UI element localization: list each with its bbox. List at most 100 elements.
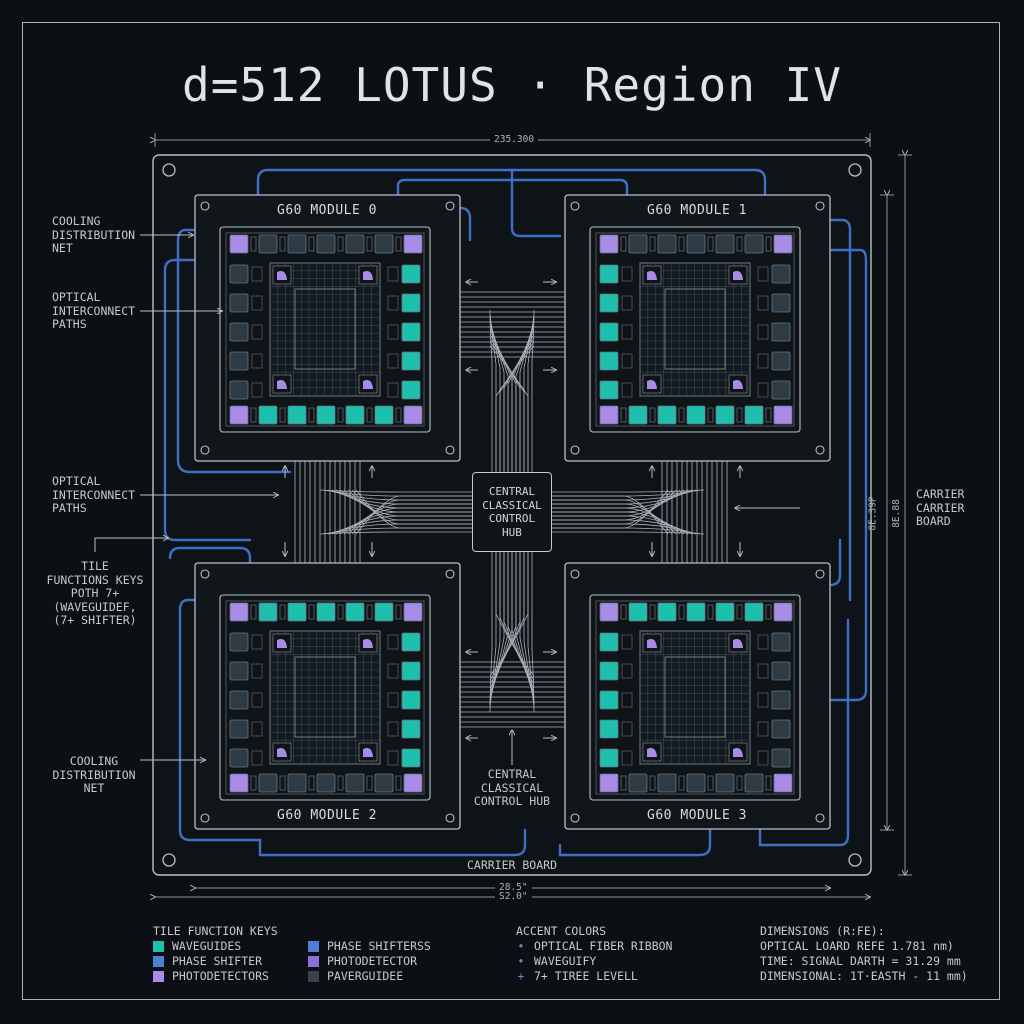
tile — [657, 773, 677, 793]
pin — [251, 324, 263, 340]
pin — [250, 236, 257, 252]
cooling-routes — [163, 168, 868, 857]
pin — [765, 775, 772, 791]
legend-item: +7+ TIREE LEVELL — [516, 969, 672, 984]
pin — [736, 604, 743, 620]
pin — [757, 295, 769, 311]
module-mount-hole — [570, 813, 580, 823]
legend-tile-keys-col2: PHASE SHIFTERSS PHOTODETECTOR PAVERGUIDE… — [308, 939, 431, 984]
pin — [620, 407, 627, 423]
tile — [771, 748, 791, 768]
pin — [308, 604, 315, 620]
tile — [401, 632, 421, 652]
module-mount-hole — [815, 813, 825, 823]
outer-frame — [22, 22, 1000, 1000]
tile — [599, 380, 619, 400]
chip-inner-outline — [595, 232, 795, 427]
legend-label: WAVEGUIFY — [534, 954, 597, 968]
pin — [395, 604, 402, 620]
tile — [773, 234, 793, 254]
module-0-title: G60 MODULE 0 — [277, 203, 377, 218]
tile — [345, 405, 365, 425]
tile — [657, 602, 677, 622]
tile — [599, 351, 619, 371]
legend-item: •WAVEGUIFY — [516, 954, 672, 969]
pin — [757, 382, 769, 398]
tile — [773, 773, 793, 793]
chip-die — [589, 594, 801, 801]
core-outline — [639, 630, 751, 765]
legend-item: PHASE SHIFTERSS — [308, 939, 431, 954]
pin — [757, 750, 769, 766]
tile — [599, 293, 619, 313]
module-mount-hole — [200, 445, 210, 455]
tile — [773, 602, 793, 622]
pin — [251, 692, 263, 708]
tile — [401, 264, 421, 284]
tile — [345, 602, 365, 622]
photodetector-mark — [363, 748, 373, 757]
tile — [686, 405, 706, 425]
module-mount-hole — [445, 445, 455, 455]
module-mount-hole — [815, 201, 825, 211]
module-0 — [194, 194, 461, 462]
pin — [387, 721, 399, 737]
pin — [308, 236, 315, 252]
tile — [403, 234, 423, 254]
pin — [765, 604, 772, 620]
central-control-hub: CENTRAL CLASSICAL CONTROL HUB — [472, 472, 552, 552]
pin — [251, 295, 263, 311]
tile — [599, 602, 619, 622]
module-1-title: G60 MODULE 1 — [647, 203, 747, 218]
swatch-blue — [308, 941, 319, 952]
pin — [387, 324, 399, 340]
module-2 — [194, 562, 461, 830]
tile — [229, 690, 249, 710]
swatch-blue — [153, 956, 164, 967]
module-mount-hole — [200, 569, 210, 579]
legend-item: WAVEGUIDES — [153, 939, 278, 954]
plus-icon: + — [517, 969, 525, 983]
pin — [757, 634, 769, 650]
pin — [366, 236, 373, 252]
pin — [649, 604, 656, 620]
pin — [736, 236, 743, 252]
tile — [345, 773, 365, 793]
chip-die — [589, 226, 801, 433]
photodetector-mark — [733, 271, 743, 280]
chip-inner-outline — [595, 600, 795, 795]
tile — [229, 351, 249, 371]
core-outline — [639, 262, 751, 397]
module-3 — [564, 562, 831, 830]
tile — [628, 234, 648, 254]
pin — [308, 775, 315, 791]
modules-group — [194, 194, 831, 830]
pin — [387, 750, 399, 766]
tile — [628, 773, 648, 793]
tile — [771, 293, 791, 313]
tile — [401, 661, 421, 681]
pin — [621, 295, 633, 311]
tile — [401, 380, 421, 400]
dimension-top: 235.300 — [490, 134, 539, 145]
carrier-board-label-bottom: CARRIER BOARD — [466, 858, 557, 872]
module-mount-hole — [445, 569, 455, 579]
tile — [771, 719, 791, 739]
dimension-right-2: 8E.88 — [890, 499, 902, 528]
pin — [387, 353, 399, 369]
leader-lines — [94, 235, 800, 765]
pin — [707, 236, 714, 252]
module-mount-hole — [570, 569, 580, 579]
photodetector-mark — [277, 639, 287, 648]
chip-die — [219, 594, 431, 801]
tile — [771, 322, 791, 342]
legend-label: 7+ TIREE LEVELL — [534, 969, 638, 983]
pin — [649, 236, 656, 252]
tile — [258, 773, 278, 793]
legend-item: PHOTODETECTOR — [308, 954, 431, 969]
module-mount-hole — [200, 201, 210, 211]
tile — [374, 234, 394, 254]
pin — [251, 353, 263, 369]
pin — [387, 382, 399, 398]
tile — [715, 602, 735, 622]
